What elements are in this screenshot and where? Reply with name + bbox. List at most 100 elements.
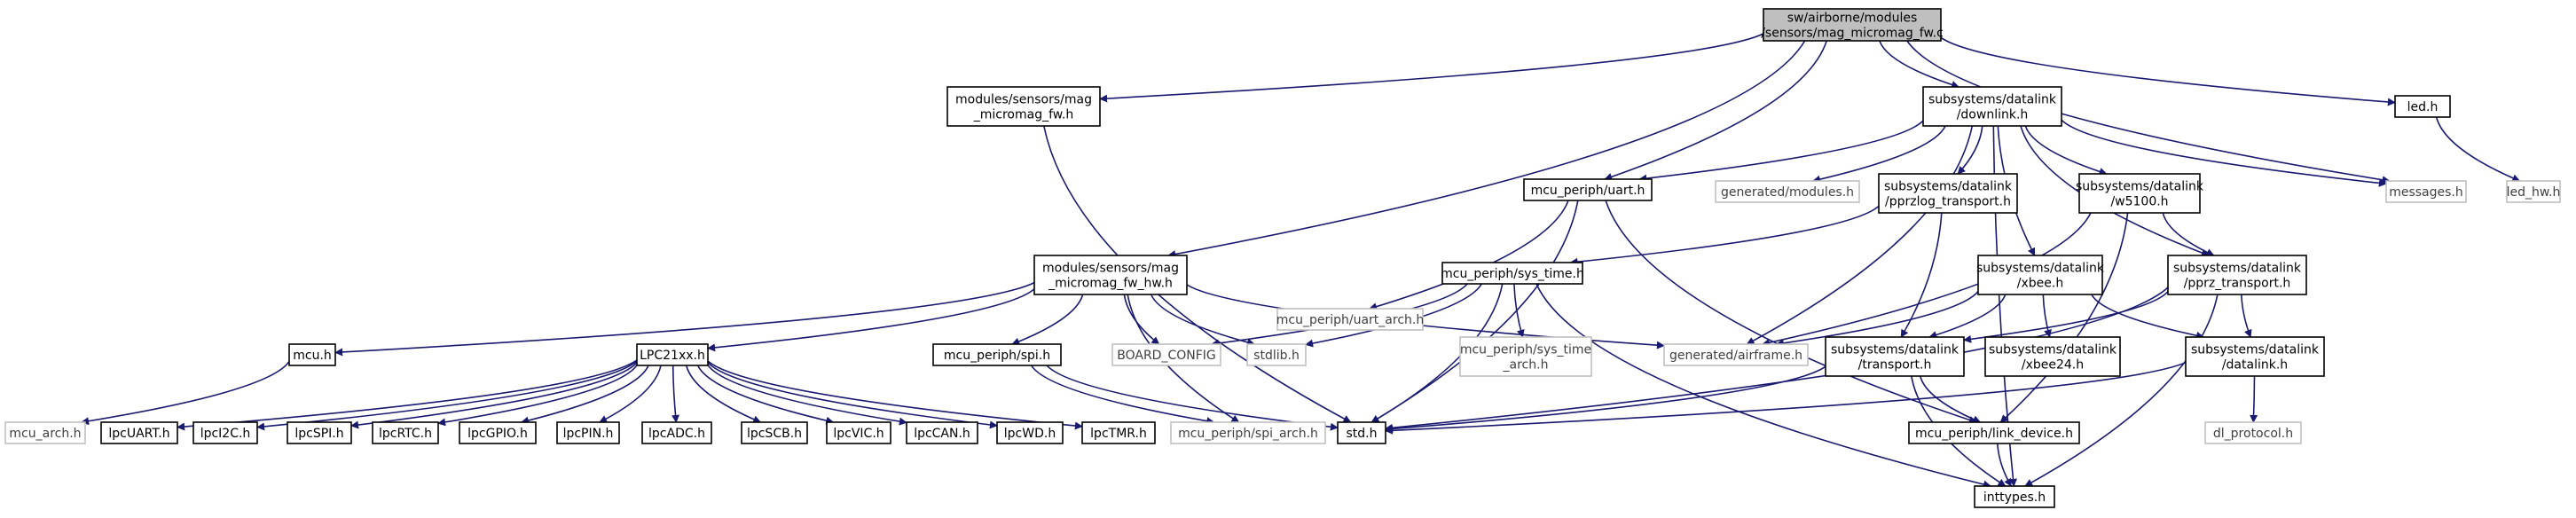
edge-root-to-mag_fw_h [1099, 33, 1764, 103]
edge-root-to-downlink [1879, 40, 1960, 89]
edge-line [1385, 365, 1826, 433]
node-box [1763, 8, 1942, 42]
node-sys_time_arch: mcu_periph/sys_time_arch.h [1459, 336, 1592, 377]
node-box [636, 343, 709, 366]
node-lpcI2C[interactable]: lpcI2C.h [192, 421, 258, 444]
edge-line [1605, 200, 1977, 424]
node-label: lpcUART.h [108, 427, 169, 441]
node-lpcSPI[interactable]: lpcSPI.h [287, 421, 352, 444]
node-lpcPIN[interactable]: lpcPIN.h [556, 421, 620, 444]
node-label: lpcI2C.h [200, 427, 251, 441]
edge-lpc21xx-to-lpcVIC [696, 365, 835, 425]
node-lpcRTC[interactable]: lpcRTC.h [372, 421, 439, 444]
node-label: lpcSPI.h [295, 427, 343, 441]
node-sys_time[interactable]: mcu_periph/sys_time.h [1441, 262, 1584, 285]
node-xbee[interactable]: subsystems/datalink/xbee.h [1976, 255, 2105, 295]
edge-root-to-mag_hw_h [1167, 40, 1806, 258]
edge-line [1569, 205, 1880, 266]
node-gen_airframe: generated/airframe.h [1663, 343, 1809, 366]
node-w5100[interactable]: subsystems/datalink/w5100.h [2076, 173, 2204, 214]
edge-lpc21xx-to-lpcPIN [599, 365, 662, 423]
edge-lpc21xx-to-lpcSCB [685, 365, 762, 423]
edge-mcu-to-mcu_arch [81, 361, 290, 426]
edge-pprz_transport-to-datalink [2241, 294, 2252, 338]
edge-downlink-to-pprzlog [1957, 125, 1983, 175]
edge-line [2020, 125, 2210, 257]
node-spi[interactable]: mcu_periph/spi.h [932, 343, 1062, 366]
node-label: subsystems/datalink [1928, 93, 2057, 107]
node-link_device[interactable]: mcu_periph/link_device.h [1908, 421, 2080, 444]
node-box [459, 421, 537, 444]
node-led[interactable]: led.h [2394, 95, 2451, 118]
node-box [1170, 421, 1326, 444]
node-label: mcu_periph/spi.h [944, 349, 1050, 363]
node-root[interactable]: sw/airborne/modules/sensors/mag_micromag… [1761, 8, 1944, 42]
node-mcu_arch: mcu_arch.h [4, 421, 86, 444]
node-label: lpcVIC.h [833, 427, 884, 441]
node-mcu[interactable]: mcu.h [288, 343, 336, 366]
edge-line [2024, 294, 2219, 487]
edge-led-to-led_hw [2435, 116, 2521, 182]
edge-lpc21xx-to-lpcUART [177, 359, 638, 431]
node-box [1337, 421, 1386, 444]
node-label: messages.h [2389, 185, 2463, 200]
node-pprz_transport[interactable]: subsystems/datalink/pprz_transport.h [2167, 255, 2307, 295]
node-label: modules/sensors/mag [955, 93, 1092, 107]
node-lpcUART[interactable]: lpcUART.h [100, 421, 178, 444]
node-box [906, 421, 978, 444]
edge-mag_hw_h-to-lpc21xx [707, 288, 1035, 352]
node-lpcSCB[interactable]: lpcSCB.h [741, 421, 808, 444]
node-pprzlog[interactable]: subsystems/datalink/pprzlog_transport.h [1878, 173, 2018, 214]
node-lpcWD[interactable]: lpcWD.h [996, 421, 1064, 444]
node-std[interactable]: std.h [1337, 421, 1386, 444]
node-mag_fw_h[interactable]: modules/sensors/mag_micromag_fw.h [946, 86, 1101, 127]
edge-link_device-to-inttypes [1997, 443, 2012, 487]
node-label: led.h [2407, 100, 2439, 114]
node-label: _arch.h [1503, 358, 1549, 373]
node-label: /pprz_transport.h [2184, 277, 2291, 291]
node-mag_hw_h[interactable]: modules/sensors/mag_micromag_fw_hw.h [1033, 255, 1188, 295]
edge-line [1775, 290, 1979, 348]
edge-sys_time-to-sys_time_arch [1513, 283, 1525, 338]
node-label: subsystems/datalink [1989, 343, 2117, 357]
node-box [100, 421, 178, 444]
node-box [641, 421, 712, 444]
node-lpc21xx[interactable]: LPC21xx.h [636, 343, 709, 366]
node-label: lpcSCB.h [747, 427, 802, 441]
edge-line [1879, 40, 1960, 89]
edge-line [2042, 294, 2052, 338]
node-box [996, 421, 1064, 444]
node-lpcVIC[interactable]: lpcVIC.h [826, 421, 891, 444]
node-lpcCAN[interactable]: lpcCAN.h [906, 421, 978, 444]
node-label: /sensors/mag_micromag_fw.c [1761, 27, 1944, 41]
node-box [2506, 180, 2561, 203]
node-lpcTMR[interactable]: lpcTMR.h [1081, 421, 1156, 444]
node-gen_modules: generated/modules.h [1715, 180, 1860, 203]
node-lpcADC[interactable]: lpcADC.h [641, 421, 712, 444]
node-transport[interactable]: subsystems/datalink/transport.h [1825, 336, 1965, 377]
edge-mag_hw_h-to-spi [1011, 294, 1084, 346]
node-label: lpcADC.h [648, 427, 705, 441]
node-box [2394, 95, 2451, 118]
node-lpcGPIO[interactable]: lpcGPIO.h [459, 421, 537, 444]
edge-sys_time-to-inttypes [1535, 283, 1991, 489]
edge-lpc21xx-to-lpcCAN [707, 365, 907, 426]
node-label: lpcGPIO.h [467, 427, 528, 441]
node-label: mcu_periph/uart_arch.h [1276, 313, 1424, 327]
edge-line [1046, 365, 1339, 431]
edge-line [1746, 125, 1974, 345]
node-inttypes[interactable]: inttypes.h [1974, 485, 2055, 508]
node-downlink[interactable]: subsystems/datalink/downlink.h [1922, 86, 2062, 127]
node-xbee24[interactable]: subsystems/datalink/xbee24.h [1984, 336, 2121, 377]
edge-line [1305, 283, 1482, 348]
node-datalink[interactable]: subsystems/datalink/datalink.h [2185, 336, 2325, 377]
node-box [946, 86, 1101, 127]
edge-root-to-uart [1604, 40, 1827, 181]
edge-uart-to-uart_arch [1369, 200, 1569, 310]
edge-line [334, 281, 1035, 357]
node-label: BOARD_CONFIG [1117, 349, 1216, 363]
edge-datalink-to-std [1385, 361, 2187, 435]
edge-line [2250, 375, 2258, 423]
node-uart[interactable]: mcu_periph/uart.h [1523, 178, 1653, 201]
